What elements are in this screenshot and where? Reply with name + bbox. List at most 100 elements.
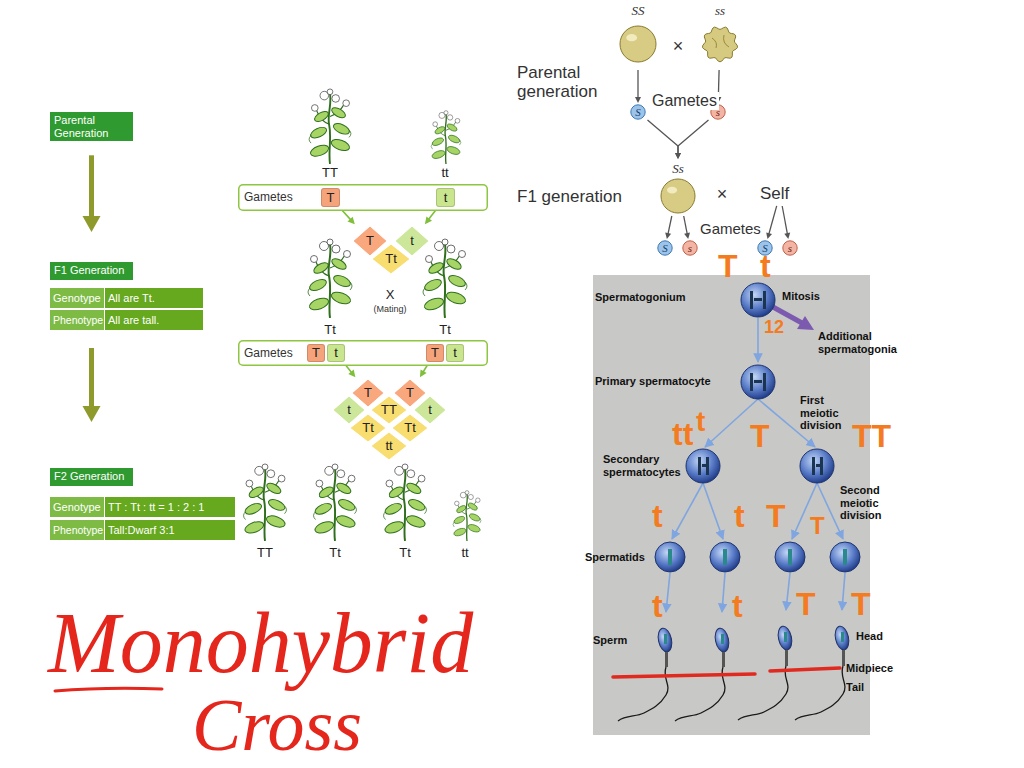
- node-text: t: [436, 188, 455, 207]
- label-slot: Monohybrid: [48, 600, 473, 686]
- diamond-outline: [350, 414, 386, 442]
- label-slot: T: [851, 588, 871, 620]
- table-cell: All are Tt.: [105, 288, 203, 308]
- label-slot: tt: [445, 545, 485, 561]
- allele-annotation: t: [760, 250, 771, 282]
- arrowhead: [665, 233, 671, 240]
- stage-label: First meiotic division: [800, 394, 850, 432]
- diamond-outline: [394, 379, 426, 407]
- label-slot: All are Tt.: [105, 288, 203, 308]
- node-text: Gametes: [238, 184, 304, 211]
- label-slot: t: [696, 408, 705, 436]
- stage-label: Spermatogonium: [595, 291, 685, 304]
- connector-line: [89, 155, 94, 221]
- genotype-label: Tt: [385, 545, 425, 561]
- label-slot: All are tall.: [105, 310, 203, 330]
- node-text: Ss: [658, 160, 698, 178]
- label-slot: TT: [310, 165, 350, 181]
- connector: [675, 120, 709, 159]
- node-text: t: [347, 402, 351, 418]
- label-slot: Second meiotic division: [840, 484, 890, 522]
- connector: [782, 206, 790, 239]
- arrowhead: [684, 233, 690, 239]
- label-slot: TT: [852, 420, 891, 452]
- label-slot: Head: [856, 630, 883, 643]
- figure-label: Parental generation: [517, 64, 617, 101]
- label-slot: Secondary spermatocytes: [603, 453, 687, 478]
- connector-line: [637, 70, 638, 99]
- node-text: ss: [700, 2, 740, 20]
- label-slot: Sperm: [593, 634, 627, 647]
- arrowhead: [348, 370, 355, 378]
- node-text: Tt: [404, 420, 416, 436]
- stage-label: Second meiotic division: [840, 484, 890, 522]
- stage-label: Mitosis: [782, 290, 820, 303]
- node-text: T: [321, 188, 340, 207]
- node-text: S: [662, 242, 668, 254]
- node-text: F1 Generation: [54, 264, 129, 277]
- connector: [648, 120, 682, 159]
- connector-line: [678, 120, 709, 155]
- node-text: T: [307, 344, 325, 362]
- node-text: Self: [760, 184, 800, 204]
- pea-wrinkle: [712, 35, 729, 48]
- label-slot: Gametes: [650, 92, 719, 110]
- connector-line: [648, 120, 679, 155]
- genotype-label: Tt: [425, 322, 465, 338]
- round-pea: [661, 179, 695, 213]
- cross-sign: ×: [712, 184, 732, 204]
- punnett-diamond: tt: [370, 431, 408, 461]
- arrowhead: [420, 369, 427, 377]
- round-pea: [620, 26, 656, 62]
- label-slot: TT: [245, 545, 285, 561]
- node-text: tt: [385, 438, 392, 454]
- table-cell: Phenotype: [50, 520, 104, 540]
- label-slot: Cross: [192, 688, 362, 762]
- allele-annotation: t: [652, 500, 663, 532]
- stage-label: Sperm: [593, 634, 627, 647]
- label-slot: Tt: [310, 322, 350, 338]
- arrowhead: [83, 216, 101, 232]
- label-slot: X: [380, 287, 400, 303]
- table-cell: TT : Tt : tt = 1 : 2 : 1: [105, 497, 235, 517]
- label-slot: Tall:Dwarf 3:1: [105, 520, 235, 540]
- diamond-outline: [371, 432, 407, 460]
- pea-seed: SS: [618, 2, 658, 68]
- allele-annotation: T: [750, 420, 770, 452]
- label-slot: First meiotic division: [800, 394, 850, 432]
- label-slot: Midpiece: [846, 662, 893, 675]
- allele-annotation: T: [810, 514, 825, 538]
- note-label: (Mating): [360, 304, 420, 315]
- genotype-label: tt: [445, 545, 485, 561]
- pea-seed: ss: [700, 2, 740, 68]
- gamete-outline: [658, 241, 672, 255]
- node-text: t: [327, 344, 345, 362]
- allele-square: t: [327, 344, 345, 362]
- label-slot: Tail: [846, 681, 864, 694]
- label-slot: F1 generation: [517, 188, 622, 207]
- arrowhead: [784, 233, 790, 239]
- gamete-outline: [631, 105, 645, 119]
- allele-square: t: [446, 344, 464, 362]
- node-text: F2 Generation: [54, 470, 129, 483]
- connector-line: [684, 216, 688, 235]
- stage-label: Secondary spermatocytes: [603, 453, 687, 478]
- allele-square: T: [321, 188, 340, 207]
- node-text: T: [406, 385, 414, 401]
- label-slot: Tt: [425, 322, 465, 338]
- gametes-box: Gametes Tt: [238, 184, 488, 211]
- genotype-label: TT: [245, 545, 285, 561]
- diamond-outline: [371, 396, 407, 424]
- label-slot: Primary spermatocyte: [595, 375, 711, 388]
- label-slot: Phenotype: [50, 310, 104, 330]
- genotype-label: Tt: [310, 322, 350, 338]
- stage-label: Head: [856, 630, 883, 643]
- allele-annotation: t: [652, 590, 663, 622]
- genotype-label: tt: [425, 165, 465, 181]
- gamete-circle: s: [782, 240, 798, 256]
- gamete-outline: [783, 241, 797, 255]
- allele-square: T: [426, 344, 444, 362]
- node-text: Gametes: [238, 340, 304, 366]
- allele-annotation: TT: [852, 420, 891, 452]
- punnett-diamond: Tt: [371, 243, 411, 275]
